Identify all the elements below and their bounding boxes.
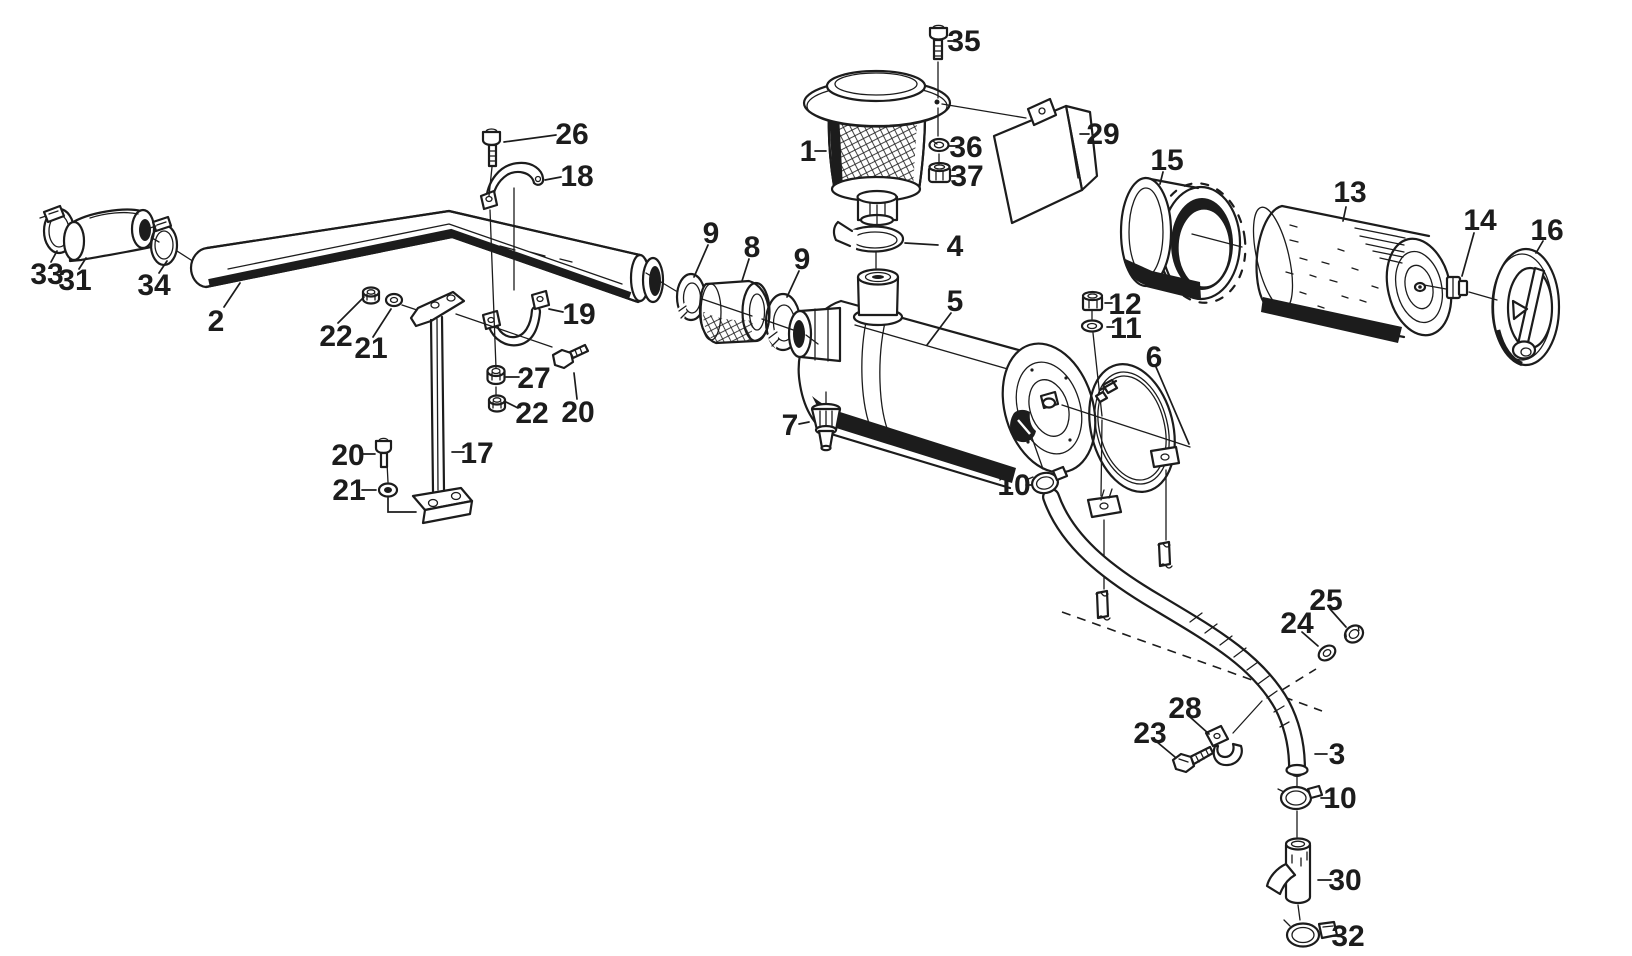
callout-30: 30 bbox=[1328, 864, 1361, 897]
callout-4: 4 bbox=[947, 230, 964, 263]
part-22-nut-a bbox=[361, 286, 381, 305]
part-6-mounting-band bbox=[1086, 363, 1181, 621]
callout-12: 12 bbox=[1108, 288, 1141, 321]
callout-27: 27 bbox=[517, 362, 550, 395]
part-7-dust-valve bbox=[810, 391, 842, 452]
part-21-washer-b bbox=[384, 292, 404, 308]
part-16-end-cover bbox=[1491, 247, 1561, 367]
part-37-nut bbox=[927, 161, 952, 184]
part-11-washer bbox=[1080, 319, 1104, 333]
part-20-bolt-a bbox=[374, 437, 393, 469]
part-5-air-cleaner-body bbox=[787, 268, 1097, 490]
part-8-inner-element bbox=[698, 279, 771, 345]
part-30-elbow-connector bbox=[1265, 837, 1312, 905]
part-25-nut bbox=[1343, 624, 1365, 644]
callout-17: 17 bbox=[460, 437, 493, 470]
axis-lines bbox=[151, 61, 1498, 921]
callout-36: 36 bbox=[949, 131, 982, 164]
callout-9-right: 9 bbox=[794, 243, 811, 276]
callout-21-b: 21 bbox=[354, 332, 387, 365]
callout-2: 2 bbox=[208, 305, 225, 338]
part-12-nut bbox=[1081, 290, 1104, 312]
callout-13: 13 bbox=[1333, 176, 1366, 209]
callout-16: 16 bbox=[1530, 214, 1563, 247]
callout-18: 18 bbox=[560, 160, 593, 193]
callout-22-b: 22 bbox=[515, 397, 548, 430]
callout-28: 28 bbox=[1168, 692, 1201, 725]
part-35-bolt bbox=[928, 24, 949, 61]
part-34-clamp bbox=[149, 215, 179, 267]
part-27-nut bbox=[486, 364, 506, 386]
callout-10-upper: 10 bbox=[997, 469, 1030, 502]
leader-lines bbox=[50, 40, 1544, 937]
callouts: 1 2 3 4 5 6 7 8 9 9 10 10 11 12 13 14 15… bbox=[30, 25, 1563, 953]
callout-23: 23 bbox=[1133, 717, 1166, 750]
callout-7: 7 bbox=[782, 409, 799, 442]
part-24-washer bbox=[1317, 644, 1337, 662]
callout-19: 19 bbox=[562, 298, 595, 331]
callout-26: 26 bbox=[555, 118, 588, 151]
part-29-deflector-plate bbox=[992, 97, 1099, 225]
part-26-bolt bbox=[481, 128, 502, 168]
callout-3: 3 bbox=[1329, 738, 1346, 771]
callout-20-a: 20 bbox=[331, 439, 364, 472]
part-4-clamp-ring bbox=[832, 220, 905, 253]
dashed-construction-lines bbox=[1061, 611, 1323, 712]
callout-32: 32 bbox=[1331, 920, 1364, 953]
callout-20-b: 20 bbox=[561, 396, 594, 429]
callout-10-lower: 10 bbox=[1323, 782, 1356, 815]
callout-15: 15 bbox=[1150, 144, 1183, 177]
part-23-bolt bbox=[1171, 745, 1215, 774]
part-32-clamp bbox=[1283, 919, 1339, 948]
callout-1: 1 bbox=[800, 135, 817, 168]
callout-34: 34 bbox=[137, 269, 171, 302]
part-15-fin-ring bbox=[1119, 176, 1247, 304]
callout-31: 31 bbox=[58, 264, 91, 297]
part-20-bolt-b bbox=[551, 343, 590, 370]
callout-35: 35 bbox=[947, 25, 980, 58]
part-3-outlet-hose bbox=[1042, 488, 1309, 777]
part-13-filter-element bbox=[1252, 204, 1453, 343]
callout-22-a: 22 bbox=[319, 320, 352, 353]
part-17-support-stay bbox=[409, 290, 474, 525]
part-31-hose bbox=[62, 208, 156, 263]
part-1-precleaner-cap bbox=[802, 69, 952, 227]
part-21-washer-a bbox=[377, 482, 399, 498]
callout-37: 37 bbox=[950, 160, 983, 193]
callout-14: 14 bbox=[1463, 204, 1497, 237]
part-2-intake-pipe bbox=[189, 209, 665, 304]
part-22-nut-b bbox=[487, 394, 507, 413]
callout-21-a: 21 bbox=[332, 474, 365, 507]
callout-11: 11 bbox=[1110, 312, 1142, 345]
part-14-nut bbox=[1445, 275, 1469, 300]
axis-lines-behind bbox=[1091, 310, 1167, 590]
callout-9-left: 9 bbox=[703, 217, 720, 250]
part-10-hose-clamp-lower bbox=[1277, 784, 1324, 811]
callout-5: 5 bbox=[947, 285, 964, 318]
part-28-clip bbox=[1204, 724, 1243, 767]
callout-8: 8 bbox=[744, 231, 761, 264]
callout-24: 24 bbox=[1280, 607, 1314, 640]
callout-25: 25 bbox=[1309, 584, 1342, 617]
callout-6: 6 bbox=[1146, 341, 1163, 374]
callout-33: 33 bbox=[30, 258, 63, 291]
callout-29: 29 bbox=[1086, 118, 1119, 151]
part-36-washer bbox=[928, 137, 950, 153]
